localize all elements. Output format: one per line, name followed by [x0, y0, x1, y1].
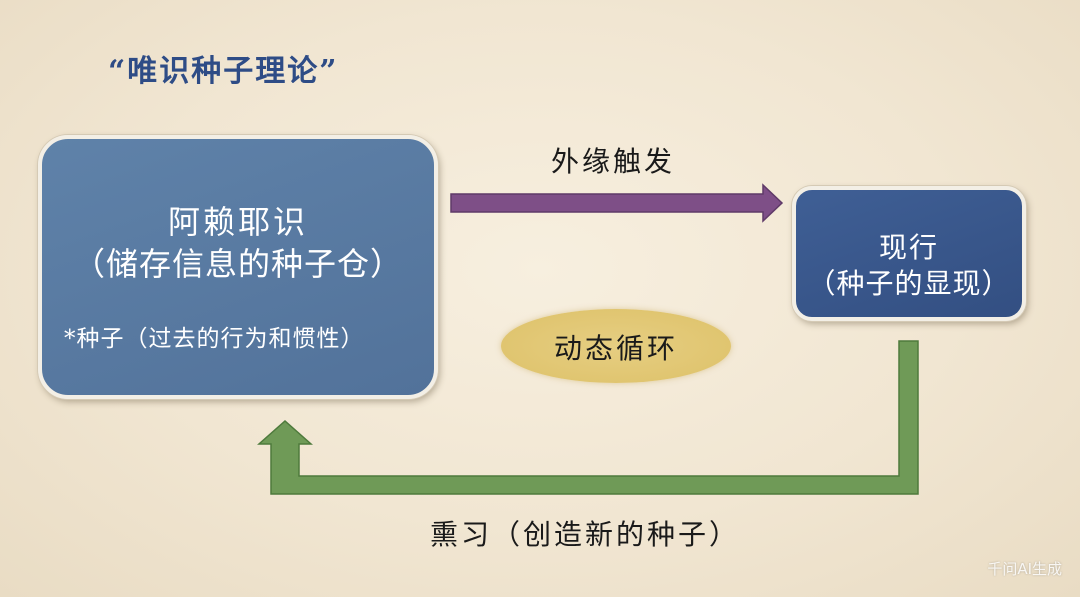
- perfuming-label: 熏习（创造新的种子）: [430, 518, 741, 551]
- alaya-subtitle: （储存信息的种子仓）: [72, 245, 403, 283]
- manifestation-subtitle: （种子的显现）: [807, 267, 1011, 300]
- trigger-arrow: [450, 183, 784, 223]
- perfuming-arrow: [257, 340, 919, 495]
- alaya-consciousness-box: 阿赖耶识 （储存信息的种子仓） *种子（过去的行为和惯性）: [38, 135, 438, 399]
- alaya-title: 阿赖耶识: [167, 203, 308, 241]
- dynamic-cycle-ellipse: 动态循环: [501, 309, 731, 383]
- manifestation-title: 现行: [878, 231, 939, 264]
- seed-note: *种子（过去的行为和惯性）: [64, 326, 365, 352]
- dynamic-cycle-label: 动态循环: [553, 332, 678, 365]
- watermark: 千问AI生成: [987, 560, 1062, 578]
- trigger-label: 外缘触发: [551, 145, 676, 178]
- diagram-title: “唯识种子理论”: [108, 54, 339, 89]
- manifestation-box: 现行 （种子的显现）: [792, 186, 1026, 321]
